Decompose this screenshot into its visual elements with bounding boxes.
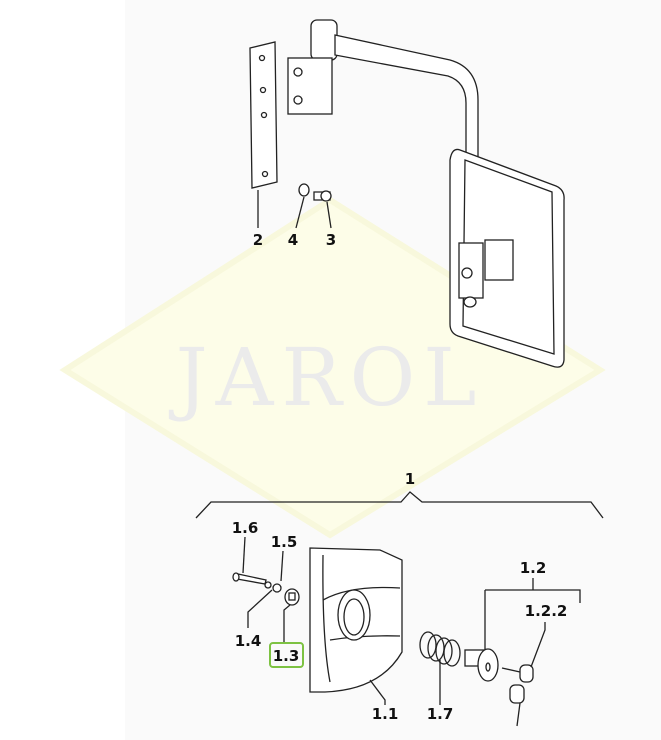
- svg-text:JAROL: JAROL: [169, 331, 485, 424]
- callout-1-2-2: 1.2.2: [525, 602, 568, 620]
- callout-1-2: 1.2: [520, 559, 547, 577]
- callout-1: 1: [405, 470, 415, 488]
- callout-1-4: 1.4: [235, 632, 262, 650]
- callout-1-6: 1.6: [232, 519, 259, 537]
- handle-body: [309, 547, 403, 693]
- callout-1-3[interactable]: 1.3: [273, 647, 300, 665]
- mounting-plate: [249, 41, 278, 189]
- bolt-washers: [232, 572, 300, 606]
- keys: [501, 664, 534, 727]
- mirror-arm: [287, 19, 479, 251]
- washer-and-bolt: [298, 183, 332, 202]
- callout-1-1: 1.1: [372, 705, 399, 723]
- callout-1-5: 1.5: [271, 533, 298, 551]
- spring: [419, 631, 461, 667]
- mirror-head: [449, 148, 565, 368]
- callout-1-7: 1.7: [427, 705, 454, 723]
- group-bracket: [195, 491, 604, 519]
- lock-cylinder: [464, 648, 499, 682]
- callout-4: 4: [288, 231, 298, 249]
- highlight-box: [269, 642, 304, 668]
- callout-3: 3: [326, 231, 336, 249]
- callout-2: 2: [253, 231, 263, 249]
